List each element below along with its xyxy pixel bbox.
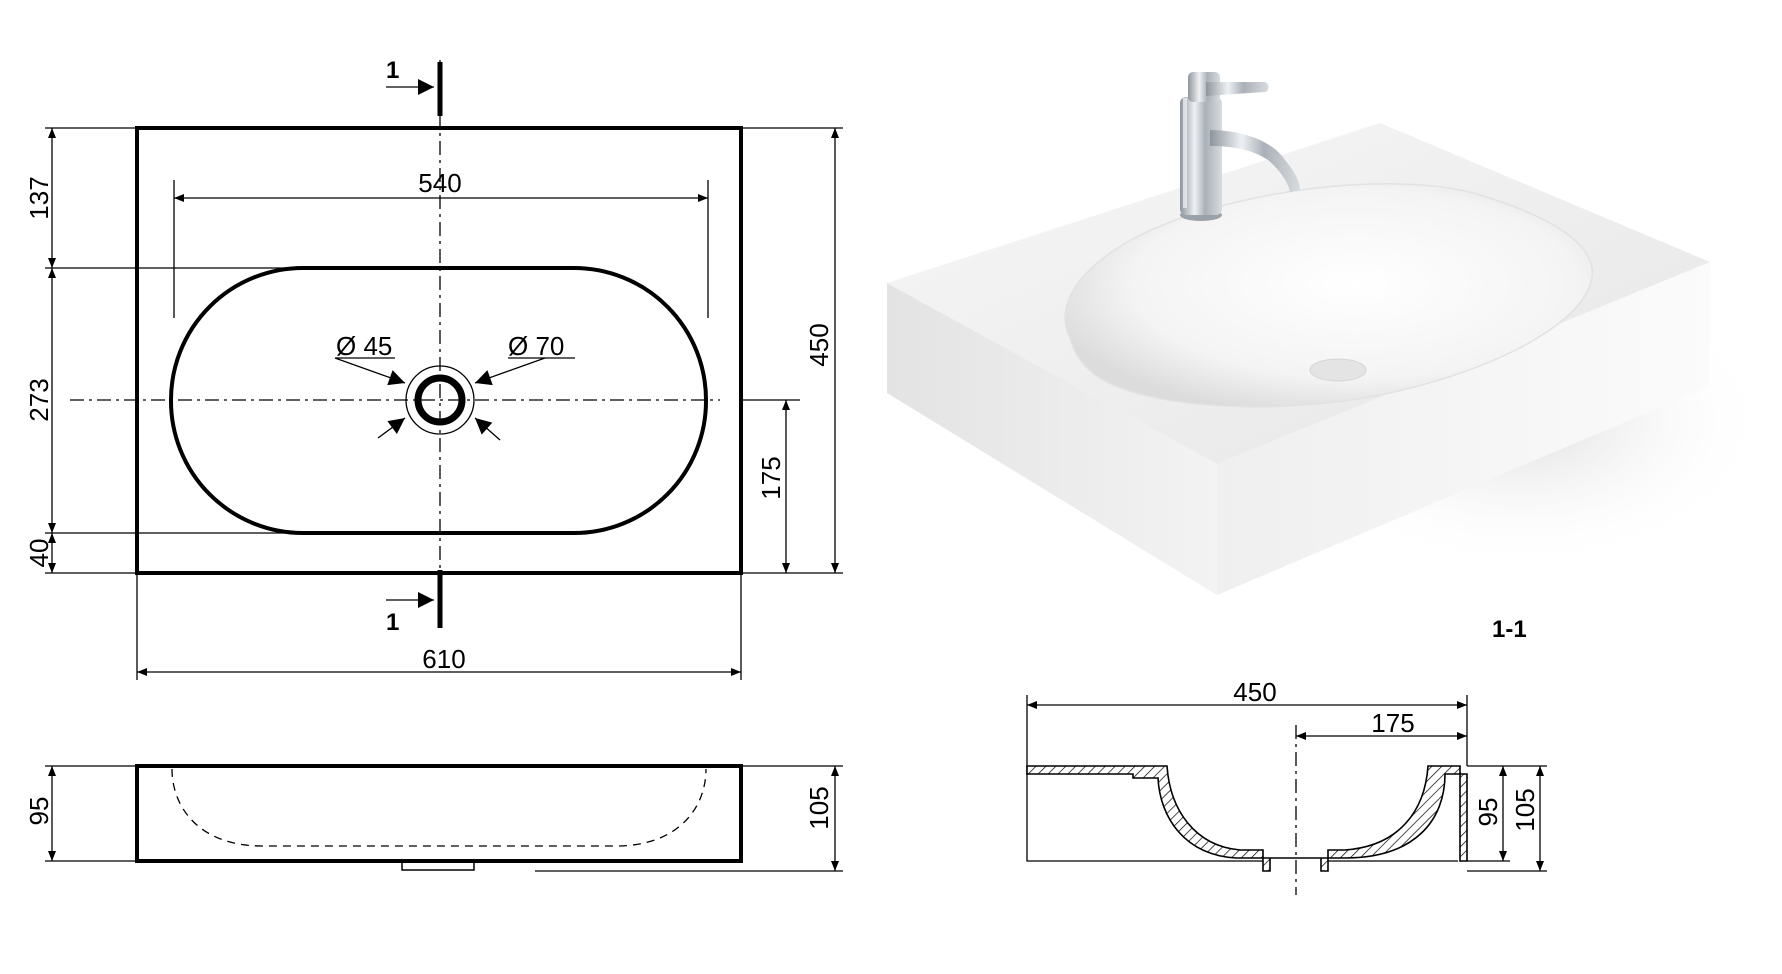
section-title: 1-1 xyxy=(1492,616,1527,643)
drain-arrow-small-bottom xyxy=(377,417,406,439)
dim-elevation-bowl-height: 95 xyxy=(24,797,54,826)
dim-outer-width: 610 xyxy=(422,644,465,674)
dim-depth-total: 450 xyxy=(804,323,834,366)
basin-front-face xyxy=(887,283,1217,595)
dim-section-depth-total: 450 xyxy=(1233,677,1276,707)
drain-diameter-small-label: Ø 45 xyxy=(336,331,392,361)
drain-arrow-small-top xyxy=(334,357,406,386)
elevation-bowl-hidden xyxy=(171,768,707,847)
drain-inner-ring xyxy=(414,374,466,426)
dim-section-total-height: 105 xyxy=(1510,788,1540,831)
dim-front-to-drain: 175 xyxy=(756,456,786,499)
section-view: 1-1 450 175 95 105 xyxy=(1026,616,1547,895)
elevation-outline xyxy=(135,764,743,863)
drain-arrow-large-bottom xyxy=(474,417,501,441)
drain-diameter-large-label: Ø 70 xyxy=(508,331,564,361)
dim-front-margin: 40 xyxy=(24,539,54,568)
dim-section-front-to-drain: 175 xyxy=(1371,708,1414,738)
drain-arrow-large-top xyxy=(474,357,546,386)
plan-view: Ø 45 Ø 70 1 1 540 610 137 273 40 xyxy=(24,57,843,680)
faucet xyxy=(1180,72,1300,221)
front-elevation: 95 105 xyxy=(24,764,843,872)
dim-bowl-depth: 273 xyxy=(24,378,54,421)
dim-inner-width: 540 xyxy=(418,168,461,198)
basin-render xyxy=(887,72,1770,595)
drain-outer-ring xyxy=(405,365,475,435)
section-mark-top-label: 1 xyxy=(386,57,399,84)
section-mark-bottom-label: 1 xyxy=(386,609,399,636)
dim-elevation-total-height: 105 xyxy=(804,786,834,829)
basin-side-face xyxy=(1217,262,1710,595)
basin-drain-hole xyxy=(1309,358,1367,382)
section-body-outline xyxy=(1026,766,1263,862)
dim-back-margin: 137 xyxy=(24,176,54,219)
section-shell-hatched xyxy=(1026,765,1468,872)
dim-section-bowl-height: 95 xyxy=(1473,798,1503,827)
elevation-drain xyxy=(401,860,475,871)
